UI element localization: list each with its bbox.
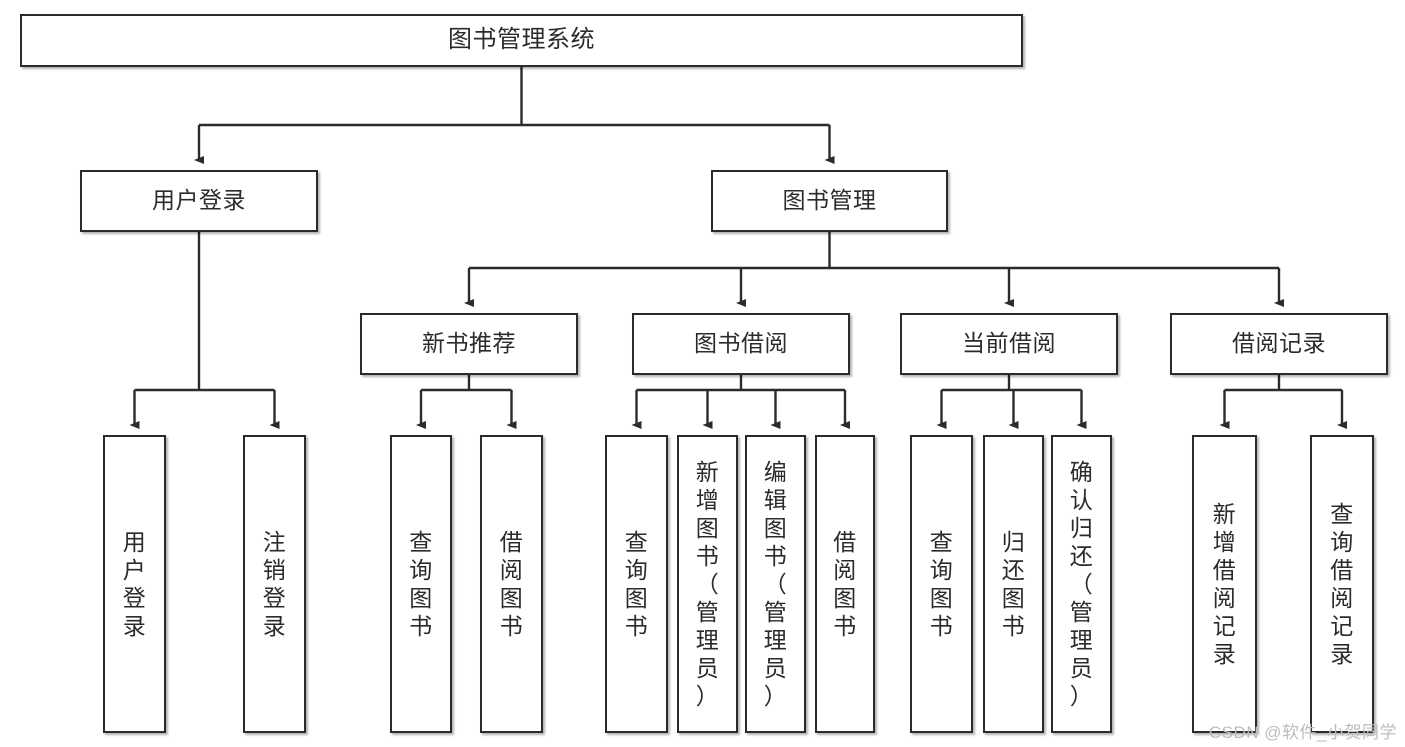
node-label: 图书管理系统 (448, 26, 595, 54)
node-label: 图书管理 (782, 187, 877, 214)
node-label: 查 询 图 书 (929, 528, 954, 640)
node-label: 确 认 归 还 （ 管 理 员 ） (1069, 458, 1094, 710)
node-l-borrow1[interactable]: 借 阅 图 书 (480, 435, 543, 733)
node-label: 借 阅 图 书 (833, 528, 857, 640)
node-l-return[interactable]: 归 还 图 书 (983, 435, 1044, 733)
node-l-queryrec[interactable]: 查 询 借 阅 记 录 (1310, 435, 1374, 733)
node-label: 查 询 图 书 (409, 528, 433, 640)
node-records[interactable]: 借阅记录 (1170, 313, 1388, 375)
node-label: 用户登录 (152, 187, 246, 214)
node-label: 新 增 图 书 （ 管 理 员 ） (695, 458, 720, 710)
node-label: 当前借阅 (962, 330, 1056, 357)
node-borrow[interactable]: 图书借阅 (632, 313, 850, 375)
node-label: 借 阅 图 书 (499, 528, 524, 640)
node-label: 查 询 图 书 (624, 528, 649, 640)
node-l-login[interactable]: 用 户 登 录 (103, 435, 166, 733)
node-login[interactable]: 用户登录 (80, 170, 318, 232)
node-label: 借阅记录 (1232, 330, 1326, 357)
csdn-watermark: CSDN @软件_小贺同学 (1208, 723, 1397, 742)
node-newbook[interactable]: 新书推荐 (360, 313, 578, 375)
node-label: 注 销 登 录 (262, 528, 287, 640)
node-label: 编 辑 图 书 （ 管 理 员 ） (763, 458, 788, 710)
node-label: 查 询 借 阅 记 录 (1330, 500, 1354, 668)
node-l-query3[interactable]: 查 询 图 书 (910, 435, 973, 733)
node-label: 图书借阅 (694, 330, 788, 357)
node-root[interactable]: 图书管理系统 (20, 14, 1023, 67)
node-l-query1[interactable]: 查 询 图 书 (390, 435, 452, 733)
node-l-add[interactable]: 新 增 图 书 （ 管 理 员 ） (677, 435, 738, 733)
node-l-query2[interactable]: 查 询 图 书 (605, 435, 668, 733)
node-label: 新书推荐 (422, 330, 516, 357)
node-l-edit[interactable]: 编 辑 图 书 （ 管 理 员 ） (745, 435, 806, 733)
node-label: 新 增 借 阅 记 录 (1212, 500, 1237, 668)
node-bookmgmt[interactable]: 图书管理 (711, 170, 948, 232)
node-label: 归 还 图 书 (1001, 528, 1026, 640)
node-l-borrow2[interactable]: 借 阅 图 书 (815, 435, 875, 733)
node-l-logout[interactable]: 注 销 登 录 (243, 435, 306, 733)
node-l-addrec[interactable]: 新 增 借 阅 记 录 (1192, 435, 1257, 733)
node-l-confirm[interactable]: 确 认 归 还 （ 管 理 员 ） (1051, 435, 1112, 733)
node-current[interactable]: 当前借阅 (900, 313, 1118, 375)
node-label: 用 户 登 录 (122, 528, 147, 640)
